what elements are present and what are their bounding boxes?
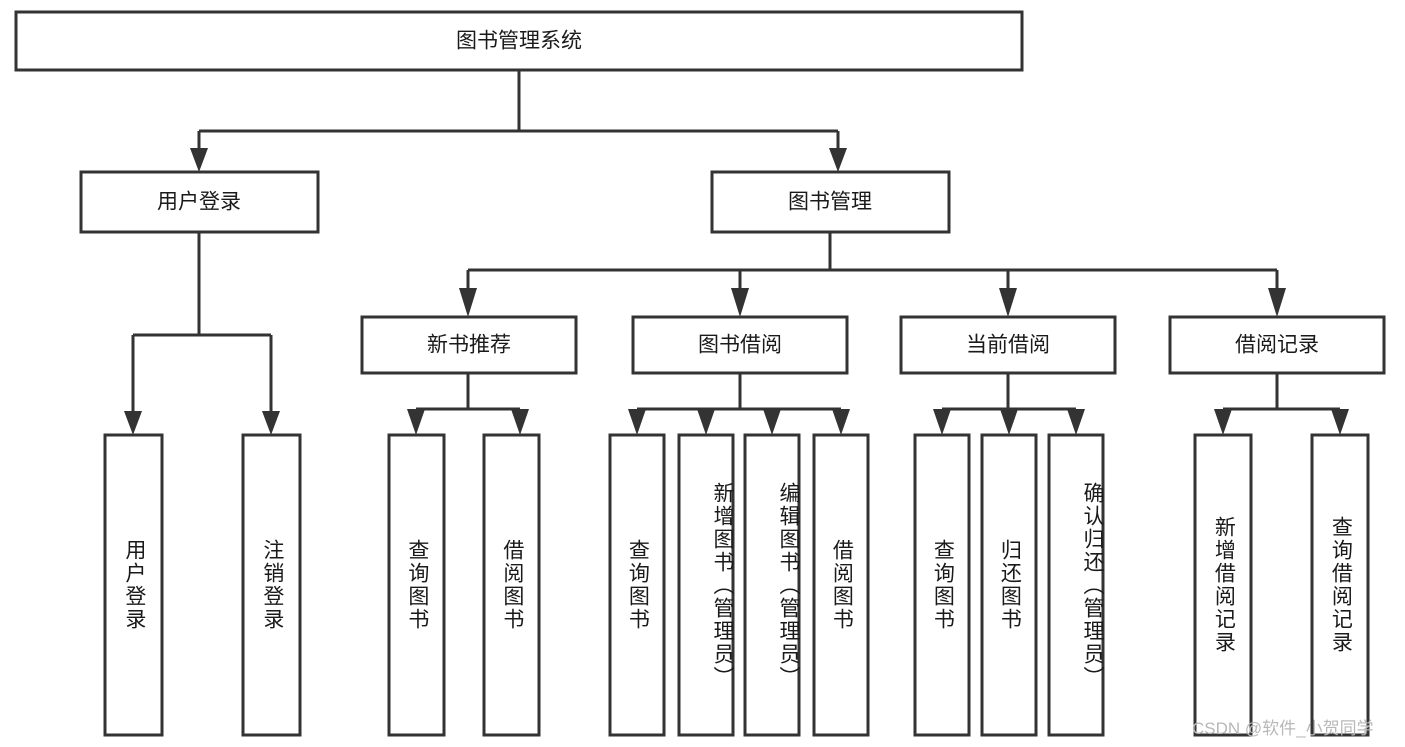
node-box-book-management[interactable] — [710, 170, 951, 234]
node-box-leaf-add-book[interactable] — [677, 433, 735, 737]
node-box-user-login[interactable] — [79, 170, 320, 234]
arrow-head-leaf-return-book — [1000, 409, 1018, 435]
arrow-head-leaf-add-book — [697, 409, 715, 435]
arrow-head-borrow-record — [1268, 288, 1286, 317]
connector-group — [124, 70, 1349, 435]
arrow-head-leaf-user-login — [124, 411, 142, 435]
node-box-leaf-logout-login[interactable] — [241, 433, 302, 737]
label-book-management: 图书管理 — [788, 191, 872, 214]
node-box-leaf-confirm-return[interactable] — [1047, 433, 1105, 737]
label-book-borrow: 图书借阅 — [698, 334, 782, 357]
label-user-login: 用户登录 — [157, 191, 241, 214]
label-new-book-recommend: 新书推荐 — [427, 334, 511, 357]
arrow-head-leaf-confirm-return — [1067, 409, 1085, 435]
node-box-new-book-recommend[interactable] — [360, 315, 578, 375]
label-borrow-record: 借阅记录 — [1235, 334, 1319, 357]
node-box-root[interactable] — [14, 10, 1024, 72]
node-box-leaf-query-book-1[interactable] — [387, 433, 446, 737]
arrow-head-leaf-query-book-3 — [933, 409, 951, 435]
arrow-head-leaf-borrow-book-2 — [832, 409, 850, 435]
arrow-head-book-management — [829, 148, 847, 172]
arrow-head-user-login — [190, 148, 208, 172]
arrow-head-book-borrow — [731, 288, 749, 317]
node-box-group — [14, 10, 1386, 737]
arrow-head-leaf-logout-login — [262, 411, 280, 435]
arrow-head-leaf-add-record — [1214, 409, 1232, 435]
arrow-head-current-borrow — [999, 288, 1017, 317]
arrow-head-leaf-query-record — [1331, 409, 1349, 435]
node-box-leaf-edit-book[interactable] — [743, 433, 801, 737]
node-box-leaf-query-book-3[interactable] — [913, 433, 971, 737]
arrow-head-leaf-query-book-1 — [407, 409, 425, 435]
csdn-watermark: CSDN @软件_小贺同学 — [1192, 719, 1374, 738]
arrow-head-new-book-recommend — [459, 288, 477, 317]
node-box-leaf-borrow-book-1[interactable] — [482, 433, 541, 737]
node-box-leaf-return-book[interactable] — [980, 433, 1038, 737]
arrow-head-leaf-borrow-book-1 — [511, 409, 529, 435]
arrow-head-leaf-edit-book — [763, 409, 781, 435]
node-box-leaf-query-record[interactable] — [1310, 433, 1370, 737]
label-current-borrow: 当前借阅 — [966, 334, 1050, 357]
label-root: 图书管理系统 — [456, 30, 582, 53]
node-box-leaf-query-book-2[interactable] — [608, 433, 666, 737]
node-box-borrow-record[interactable] — [1168, 315, 1386, 375]
node-box-leaf-user-login[interactable] — [103, 433, 164, 737]
horizontal-label-group: 图书管理系统 用户登录 图书管理 新书推荐 图书借阅 当前借阅 借阅记录 — [157, 30, 1319, 357]
node-box-current-borrow[interactable] — [899, 315, 1117, 375]
arrow-head-leaf-query-book-2 — [628, 409, 646, 435]
node-box-book-borrow[interactable] — [631, 315, 849, 375]
node-box-leaf-borrow-book-2[interactable] — [812, 433, 870, 737]
node-box-leaf-add-record[interactable] — [1193, 433, 1253, 737]
